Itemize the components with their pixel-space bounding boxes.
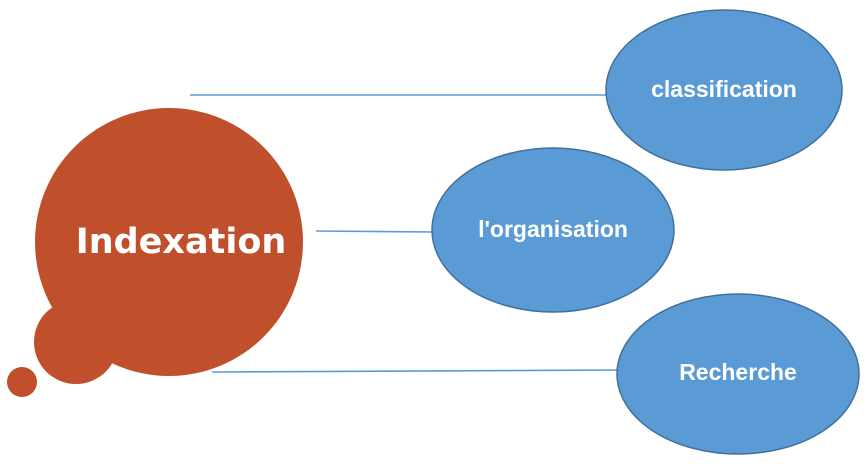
node-classification-label: classification	[651, 76, 797, 102]
node-organisation-ellipse	[431, 147, 675, 313]
node-recherche-label: Recherche	[679, 359, 797, 385]
node-classification-ellipse	[605, 9, 843, 171]
connector-organisation	[315, 230, 434, 233]
node-classification: classification	[605, 9, 843, 171]
node-recherche-ellipse	[616, 293, 860, 455]
node-recherche: Recherche	[616, 293, 860, 455]
main-label: Indexation	[76, 222, 287, 262]
main-bubble	[35, 108, 303, 376]
main-bubble-small-dot	[7, 367, 37, 397]
connector-recherche	[211, 369, 621, 373]
node-organisation: l'organisation	[431, 147, 675, 313]
main-node-indexation: Indexation	[7, 108, 303, 397]
node-organisation-label: l'organisation	[478, 216, 628, 242]
